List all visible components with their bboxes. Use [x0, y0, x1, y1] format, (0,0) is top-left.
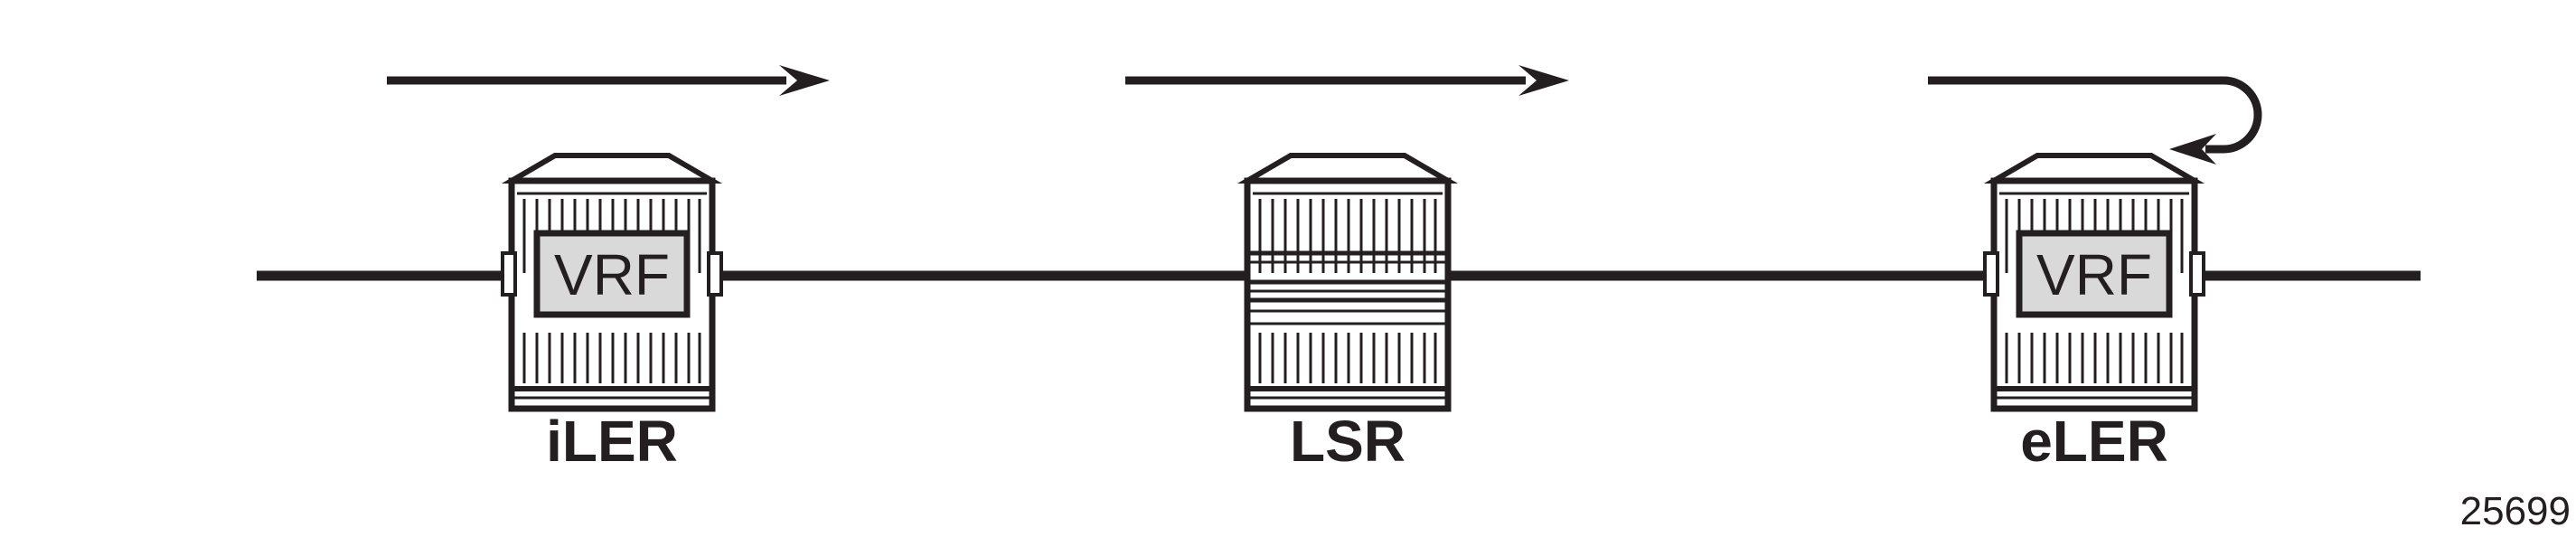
vrf-label: VRF: [554, 242, 670, 307]
figure-id: 25699: [2460, 489, 2571, 533]
router-lsr: [1247, 155, 1448, 409]
vrf-box: VRF: [533, 230, 691, 318]
forward-arrow-transit: [1125, 65, 1569, 96]
loopback-arrow-egress: [1928, 76, 2262, 165]
node-label-ler-egress: eLER: [2020, 409, 2168, 474]
vrf-label: VRF: [2036, 242, 2152, 307]
router-ler-egress: VRF: [1983, 155, 2205, 409]
node-label-lsr: LSR: [1290, 409, 1406, 474]
vrf-box: VRF: [2016, 230, 2173, 318]
node-label-ler-ingress: iLER: [546, 409, 678, 474]
forward-arrow-ingress: [387, 65, 830, 96]
router-ler-ingress: VRF: [501, 155, 723, 409]
